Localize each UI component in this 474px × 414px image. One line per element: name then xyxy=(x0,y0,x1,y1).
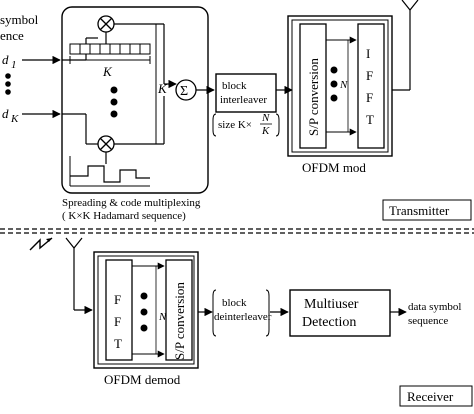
lightning-icon xyxy=(29,237,53,251)
spreading-caption-line1: Spreading & code multiplexing xyxy=(62,197,201,209)
d1-label: d xyxy=(2,52,9,67)
output-label-line2: sequence xyxy=(408,315,448,327)
tx-n-label: N xyxy=(339,79,348,91)
ifft-box xyxy=(357,23,385,149)
rx-sp-conversion-box xyxy=(165,259,193,361)
branch-dots xyxy=(110,86,118,118)
deinterleaver-bracket xyxy=(212,289,270,337)
interleaver-line1: block xyxy=(222,80,247,92)
d1-subscript: 1 xyxy=(11,59,17,71)
ofdm-demod-outer-box xyxy=(93,251,199,369)
input-label-line1: symbol xyxy=(0,12,39,27)
input-label-line2: ence xyxy=(0,28,24,43)
size-fraction-denominator: K xyxy=(261,125,270,137)
svg-text:Σ: Σ xyxy=(180,84,188,99)
ofdm-demod-inner-box xyxy=(97,255,195,365)
k-horizontal-label: K xyxy=(102,64,113,79)
fft-letter-2: F xyxy=(114,314,121,329)
ifft-letter-4: T xyxy=(366,112,374,127)
input-dk: d K xyxy=(2,106,19,125)
multiplier-top-icon xyxy=(97,15,115,33)
tx-sp-conversion-label: S/P conversion xyxy=(306,58,321,136)
deinterleaver-line2: deinterleaver xyxy=(214,311,272,323)
size-note: size K× N K xyxy=(212,112,280,137)
multiplier-bottom-icon xyxy=(97,135,115,153)
tx-sp-conversion-box xyxy=(299,23,327,149)
output-label-line1: data symbol xyxy=(408,301,461,313)
dk-subscript: K xyxy=(10,113,19,125)
transmitter-label: Transmitter xyxy=(389,203,450,218)
size-prefix: size K× xyxy=(218,119,252,131)
rx-n-label: N xyxy=(158,311,167,323)
fft-letter-1: F xyxy=(114,292,121,307)
ofdm-demod-label: OFDM demod xyxy=(104,372,181,387)
transmitter-label-box xyxy=(382,199,472,221)
summer-icon: Σ xyxy=(175,79,197,101)
input-dots xyxy=(5,73,11,95)
ofdm-mod-outer-box xyxy=(287,15,393,157)
rx-sp-conversion-label: S/P conversion xyxy=(172,282,187,360)
fft-box xyxy=(105,259,133,361)
antenna-icon xyxy=(401,0,419,11)
spreading-caption-line2: ( K×K Hadamard sequence) xyxy=(62,210,186,222)
k-vertical-label: K xyxy=(157,81,168,96)
multiuser-line2: Detection xyxy=(302,315,356,330)
block-interleaver-box xyxy=(215,73,277,113)
multiuser-line1: Multiuser xyxy=(304,297,359,312)
size-fraction-numerator: N xyxy=(261,112,270,124)
ifft-letter-2: F xyxy=(366,68,373,83)
code-sequence-top xyxy=(69,43,151,55)
interleaver-line2: interleaver xyxy=(220,94,267,106)
dk-label: d xyxy=(2,106,9,121)
multiuser-detection-box xyxy=(289,289,391,337)
spreading-box xyxy=(61,6,209,194)
deinterleaver-line1: block xyxy=(222,297,247,309)
ifft-letter-1: I xyxy=(366,46,370,61)
ifft-letter-3: F xyxy=(366,90,373,105)
ofdm-mod-label: OFDM mod xyxy=(302,160,366,175)
rx-antenna-icon xyxy=(65,237,83,249)
tx-parallel-lines xyxy=(326,36,357,136)
receiver-label: Receiver xyxy=(407,389,454,404)
ofdm-mod-inner-box xyxy=(291,19,389,153)
input-d1: d 1 xyxy=(2,52,17,71)
receiver-label-box xyxy=(399,385,473,407)
code-sequence-bottom xyxy=(69,156,150,187)
fft-letter-3: T xyxy=(114,336,122,351)
rx-parallel-lines xyxy=(132,262,165,358)
